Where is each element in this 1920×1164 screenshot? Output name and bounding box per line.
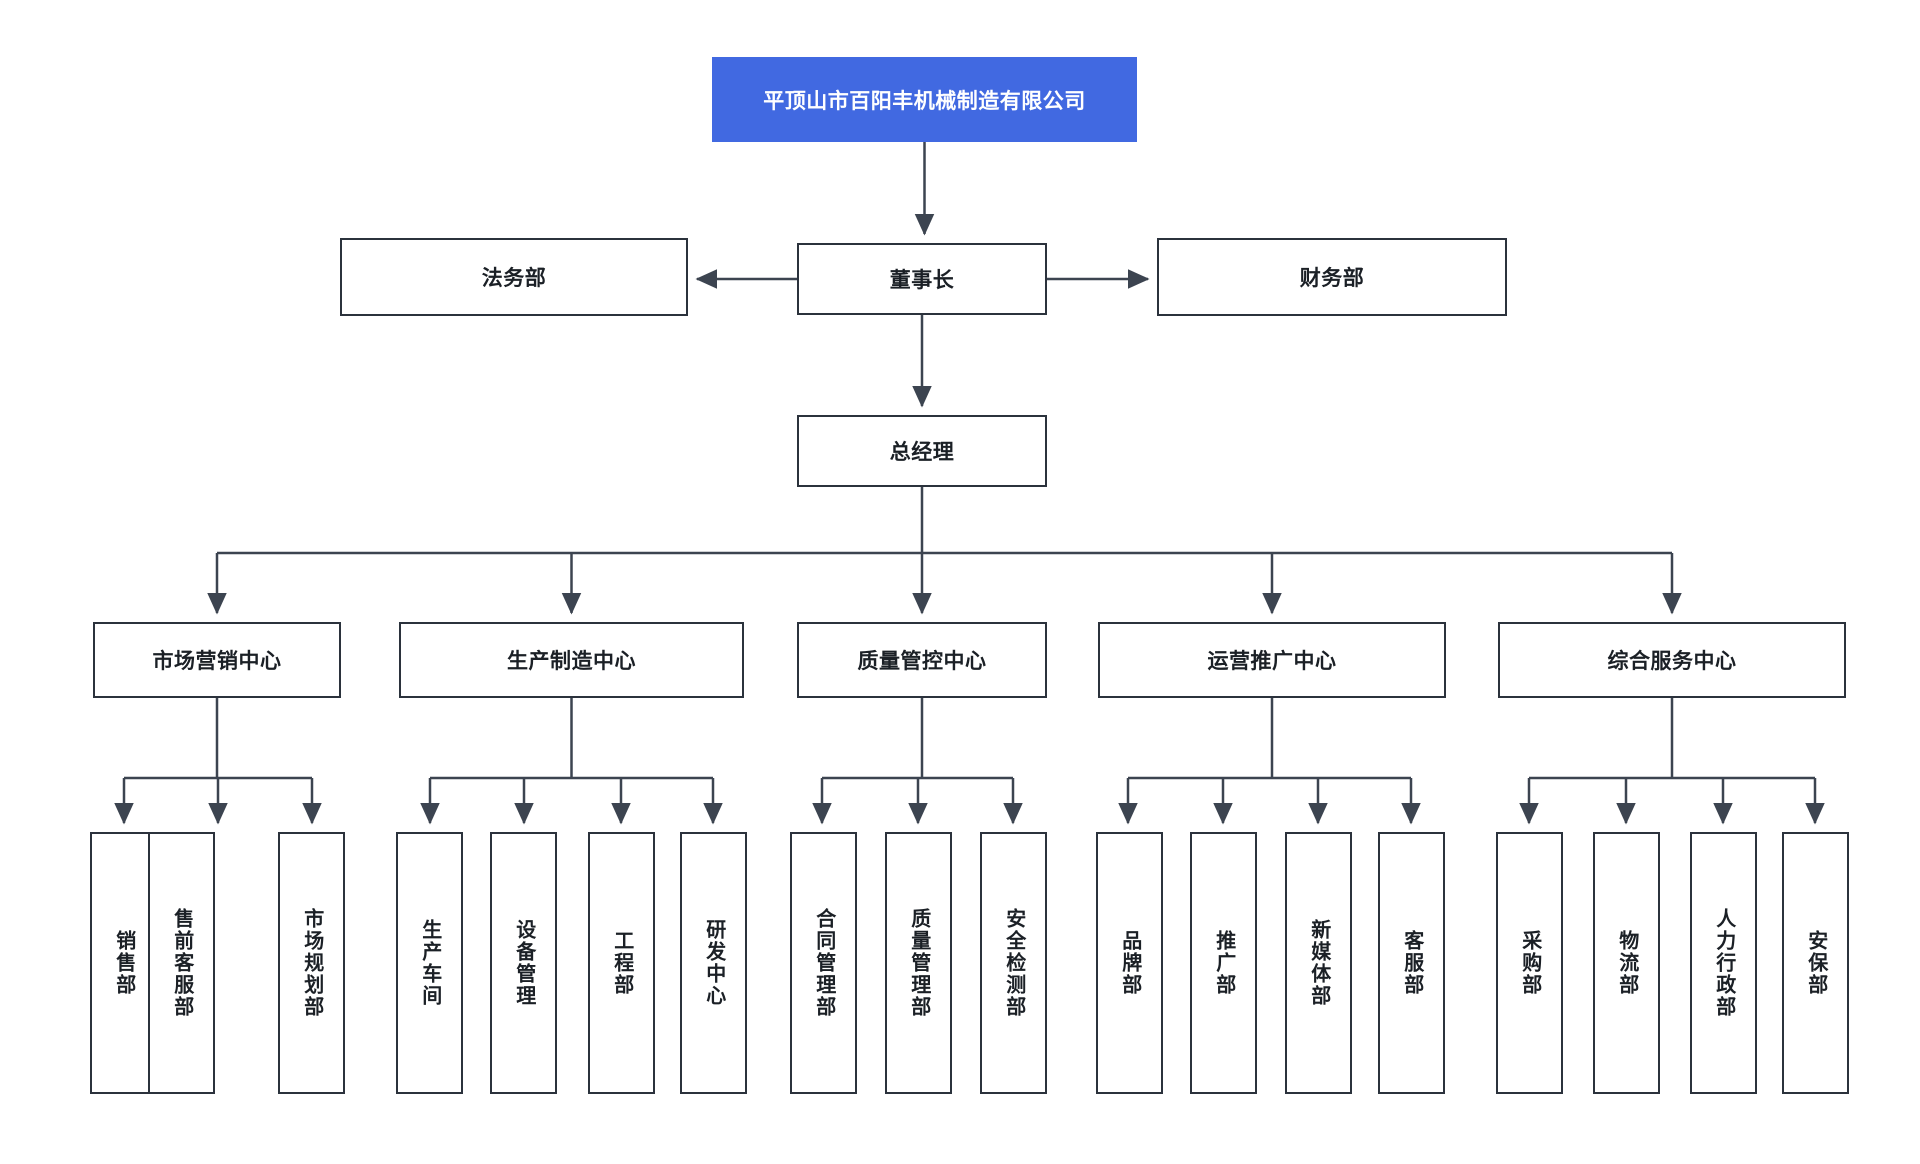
node-general-manager[interactable]: 总经理 <box>797 415 1047 487</box>
node-quality-center[interactable]: 质量管控中心 <box>797 622 1047 698</box>
node-label: 质量管理部 <box>907 908 930 1018</box>
node-hr-admin-dept[interactable]: 人力行政部 <box>1690 832 1757 1094</box>
node-production-workshop[interactable]: 生产车间 <box>396 832 463 1094</box>
node-label: 客服部 <box>1400 930 1423 996</box>
node-new-media-dept[interactable]: 新媒体部 <box>1285 832 1352 1094</box>
node-equipment-management[interactable]: 设备管理 <box>490 832 557 1094</box>
node-manufacturing-center[interactable]: 生产制造中心 <box>399 622 744 698</box>
node-label: 采购部 <box>1518 930 1541 996</box>
node-rnd-center[interactable]: 研发中心 <box>680 832 747 1094</box>
node-label: 法务部 <box>481 267 547 290</box>
node-finance-department[interactable]: 财务部 <box>1157 238 1507 316</box>
node-chairman[interactable]: 董事长 <box>797 243 1047 315</box>
node-customer-service-dept[interactable]: 客服部 <box>1378 832 1445 1094</box>
node-label: 董事长 <box>889 269 955 292</box>
node-label: 新媒体部 <box>1307 919 1330 1007</box>
node-label: 物流部 <box>1615 930 1638 996</box>
node-label: 工程部 <box>610 930 633 996</box>
node-security-dept[interactable]: 安保部 <box>1782 832 1849 1094</box>
node-legal-department[interactable]: 法务部 <box>340 238 688 316</box>
node-general-service-center[interactable]: 综合服务中心 <box>1498 622 1846 698</box>
node-promotion-dept[interactable]: 推广部 <box>1190 832 1257 1094</box>
node-label: 市场营销中心 <box>152 650 282 673</box>
node-label: 人力行政部 <box>1712 908 1735 1018</box>
node-marketing-center[interactable]: 市场营销中心 <box>93 622 341 698</box>
node-sales-dept[interactable]: 销售部 <box>90 832 157 1094</box>
node-label: 市场规划部 <box>300 908 323 1018</box>
node-engineering-dept[interactable]: 工程部 <box>588 832 655 1094</box>
node-presale-service-dept[interactable]: 售前客服部 <box>148 832 215 1094</box>
node-label: 质量管控中心 <box>857 650 987 673</box>
node-label: 财务部 <box>1299 267 1365 290</box>
node-label: 生产制造中心 <box>507 650 636 673</box>
node-contract-management-dept[interactable]: 合同管理部 <box>790 832 857 1094</box>
node-label: 售前客服部 <box>170 908 193 1018</box>
node-label: 销售部 <box>112 930 135 996</box>
node-safety-inspection-dept[interactable]: 安全检测部 <box>980 832 1047 1094</box>
node-procurement-dept[interactable]: 采购部 <box>1496 832 1563 1094</box>
node-label: 运营推广中心 <box>1207 650 1337 673</box>
node-label: 平顶山市百阳丰机械制造有限公司 <box>763 89 1086 113</box>
node-label: 综合服务中心 <box>1607 650 1737 673</box>
node-label: 推广部 <box>1212 930 1235 996</box>
node-market-planning-dept[interactable]: 市场规划部 <box>278 832 345 1094</box>
node-label: 生产车间 <box>418 919 441 1007</box>
node-label: 研发中心 <box>702 919 725 1007</box>
node-logistics-dept[interactable]: 物流部 <box>1593 832 1660 1094</box>
node-label: 设备管理 <box>512 919 535 1007</box>
node-company-root[interactable]: 平顶山市百阳丰机械制造有限公司 <box>712 57 1137 142</box>
node-label: 安保部 <box>1804 930 1827 996</box>
node-label: 总经理 <box>889 441 955 464</box>
node-label: 安全检测部 <box>1002 908 1025 1018</box>
node-brand-dept[interactable]: 品牌部 <box>1096 832 1163 1094</box>
node-label: 品牌部 <box>1118 930 1141 996</box>
node-label: 合同管理部 <box>812 908 835 1018</box>
node-operations-center[interactable]: 运营推广中心 <box>1098 622 1446 698</box>
node-quality-management-dept[interactable]: 质量管理部 <box>885 832 952 1094</box>
